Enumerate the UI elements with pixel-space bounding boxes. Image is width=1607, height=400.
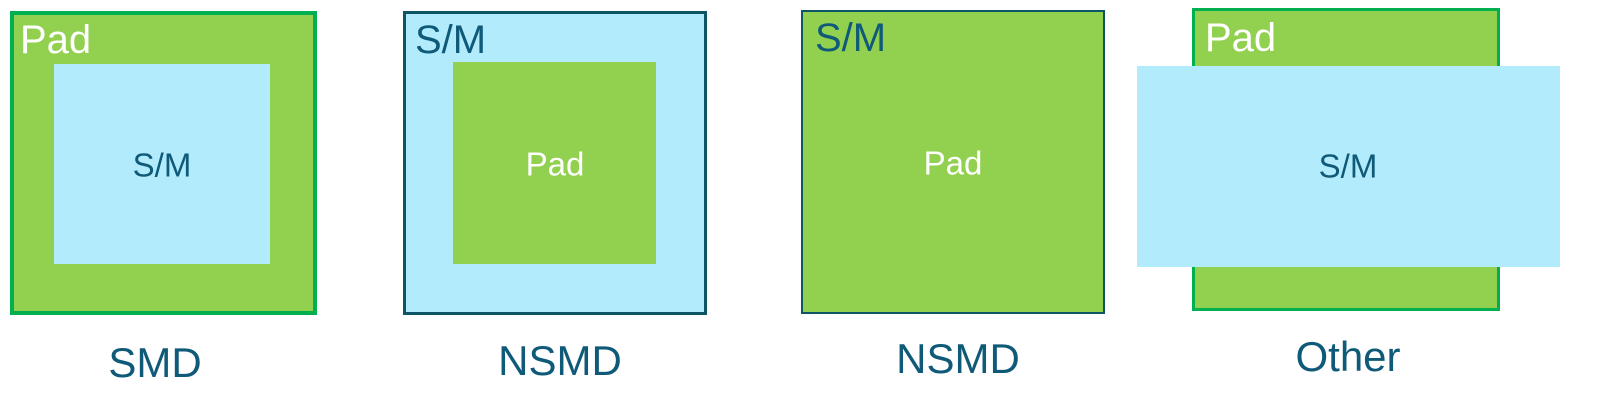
nsmd2-mask-label: S/M	[815, 16, 887, 60]
other-pad-label: Pad	[1205, 16, 1277, 60]
nsmd-pad	[453, 62, 656, 264]
other-mask-label: S/M	[1318, 147, 1378, 185]
nsmd-mask-label: S/M	[415, 18, 487, 62]
nsmd-pad-label: Pad	[525, 145, 585, 183]
smd-caption: SMD	[108, 339, 202, 386]
nsmd2-pad	[801, 10, 1105, 314]
nsmd2-caption: NSMD	[896, 335, 1020, 382]
smd-mask-label: S/M	[132, 146, 192, 184]
smd-pad-label: Pad	[20, 18, 92, 62]
smd-solder-mask-opening	[54, 64, 270, 264]
other-solder-mask	[1137, 66, 1560, 267]
nsmd-caption: NSMD	[498, 337, 622, 384]
nsmd2-pad-label: Pad	[923, 144, 983, 182]
other-caption: Other	[1295, 333, 1401, 380]
